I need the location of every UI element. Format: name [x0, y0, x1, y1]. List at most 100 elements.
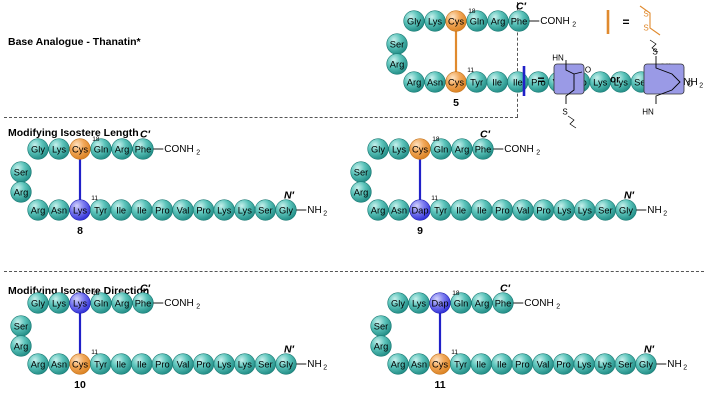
residue-top-phe-label: Phe	[475, 145, 492, 155]
residue-11-label: Lys	[73, 206, 87, 216]
residue-bottom-0-label: Tyr	[454, 360, 467, 370]
residue-top-gly-label: Gly	[31, 145, 45, 155]
conh2-label: CONH	[524, 298, 553, 309]
residue-top-gly	[27, 292, 49, 314]
residue-top-lys-label: Lys	[52, 299, 66, 309]
residue-bottom-arg	[387, 353, 409, 375]
divider-base	[4, 117, 518, 118]
residue-bottom-arg-label: Arg	[391, 360, 405, 370]
residue-top-gln-label: Gln	[94, 299, 108, 309]
residue-loop-arg-label: Arg	[14, 342, 28, 352]
residue-bottom-5-label: Pro	[196, 206, 210, 216]
residue-top-phe-label: Phe	[511, 17, 528, 27]
residue-bottom-asn	[388, 199, 410, 221]
residue-bottom-asn-label: Asn	[51, 360, 67, 370]
n-terminus-label: N′	[284, 344, 295, 356]
conh2-subscript: 2	[572, 22, 576, 29]
n-terminus-label: N′	[284, 190, 295, 202]
residue-bottom-asn	[408, 353, 430, 375]
residue-loop-arg	[386, 53, 408, 75]
conh2-label: CONH	[164, 144, 193, 155]
residue-18-label: Cys	[72, 145, 88, 155]
residue-bottom-7-label: Lys	[578, 206, 592, 216]
residue-bottom-3-label: Pro	[531, 78, 545, 88]
residue-bottom-6-label: Lys	[593, 78, 607, 88]
legend-equals-1: =	[622, 15, 629, 29]
compound-number: 10	[74, 379, 86, 391]
residue-top-gly-label: Gly	[407, 17, 421, 27]
residue-top-gln-label: Gln	[94, 145, 108, 155]
residue-bottom-5-label: Pro	[556, 360, 570, 370]
nh2-subscript: 2	[323, 211, 327, 218]
residue-bottom-4-label: Val	[537, 360, 550, 370]
residue-bottom-3-label: Pro	[515, 360, 529, 370]
residue-11-label: Dap	[411, 206, 428, 216]
residue-top-gly	[387, 292, 409, 314]
conh2-subscript: 2	[196, 304, 200, 311]
section-title-base: Base Analogue - Thanatin*	[8, 36, 141, 48]
residue-bottom-4-label: Val	[177, 360, 190, 370]
residue-top-gln	[90, 138, 112, 160]
residue-bottom-2-label: Ile	[513, 78, 523, 88]
residue-top-lys	[388, 138, 410, 160]
residue-top-gly	[367, 138, 389, 160]
residue-bottom-0-label: Tyr	[434, 206, 447, 216]
conh2-subscript: 2	[196, 150, 200, 157]
position-11: 11	[467, 67, 474, 74]
position-18: 18	[468, 8, 476, 15]
section-title-length: Modifying Isostere Length	[8, 127, 139, 139]
residue-top-gly-label: Gly	[31, 299, 45, 309]
residue-bottom-arg	[403, 71, 425, 93]
residue-18	[69, 138, 91, 160]
conh2-label: CONH	[164, 298, 193, 309]
residue-top-lys-label: Lys	[392, 145, 406, 155]
residue-bottom-asn-label: Asn	[391, 206, 407, 216]
position-11: 11	[91, 195, 98, 202]
residue-top-gln	[450, 292, 472, 314]
residue-top-lys	[48, 138, 70, 160]
residue-loop-arg-label: Arg	[390, 60, 404, 70]
c-terminus-label: C′	[480, 129, 491, 141]
compound-number: 5	[453, 97, 459, 109]
position-18: 18	[92, 136, 100, 143]
residue-top-gln-label: Gln	[470, 17, 484, 27]
sulfur-2: S	[643, 24, 648, 33]
residue-bottom-1-label: Ile	[492, 78, 502, 88]
residue-bottom-0-label: Tyr	[94, 360, 107, 370]
residue-bottom-4-label: Val	[177, 206, 190, 216]
residue-bottom-8-label: Ser	[598, 206, 612, 216]
residue-top-lys-label: Lys	[52, 145, 66, 155]
or-label: or	[610, 75, 620, 86]
divider-direction	[4, 271, 704, 272]
residue-bottom-9-label: Gly	[639, 360, 653, 370]
residue-bottom-7-label: Lys	[238, 206, 252, 216]
residue-loop-arg	[10, 181, 32, 203]
position-11: 11	[431, 195, 438, 202]
residue-top-arg-label: Arg	[115, 299, 129, 309]
residue-11-label: Cys	[448, 78, 464, 88]
nh2-label: NH	[307, 205, 321, 216]
position-11: 11	[91, 349, 98, 356]
residue-bottom-6-label: Lys	[217, 360, 231, 370]
residue-bottom-2-label: Ile	[137, 206, 147, 216]
residue-bottom-arg	[27, 353, 49, 375]
residue-bottom-asn	[48, 199, 70, 221]
residue-loop-arg	[350, 181, 372, 203]
residue-loop-ser-label: Ser	[354, 168, 368, 178]
c-terminus-label: C′	[516, 1, 527, 13]
residue-top-lys	[408, 292, 430, 314]
residue-11-label: Cys	[432, 360, 448, 370]
residue-top-lys-label: Lys	[428, 17, 442, 27]
nh2-label: NH	[667, 359, 681, 370]
residue-bottom-8-label: Ser	[258, 360, 272, 370]
residue-bottom-2-label: Ile	[137, 360, 147, 370]
oxygen-label-2: O	[687, 80, 693, 89]
nh2-label: NH	[647, 205, 661, 216]
residue-bottom-arg-label: Arg	[407, 78, 421, 88]
residue-top-arg	[111, 292, 133, 314]
isostere-box-2	[643, 63, 685, 95]
residue-top-phe-label: Phe	[135, 299, 152, 309]
